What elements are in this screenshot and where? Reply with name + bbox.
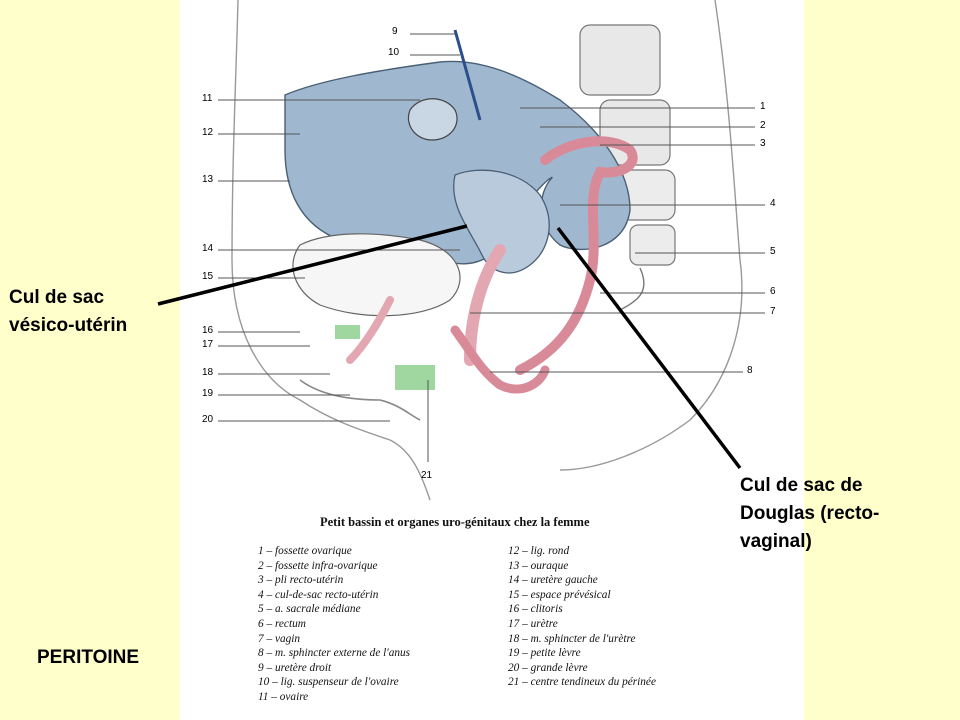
label-20: 20 xyxy=(202,414,214,425)
legend-item: 20 – grande lèvre xyxy=(508,661,588,674)
abdominal-wall-outline xyxy=(231,0,431,501)
label-6: 6 xyxy=(770,286,776,297)
legend-item: 4 – cul-de-sac recto-utérin xyxy=(258,588,379,601)
callout-line: vaginal) xyxy=(740,531,812,552)
douglas-pointer xyxy=(556,226,742,470)
callout-line: Cul de sac de xyxy=(740,475,863,496)
legend-item: 17 – urètre xyxy=(508,617,558,630)
label-17: 17 xyxy=(202,339,214,350)
leader-lines-right xyxy=(427,107,765,462)
legend-item: 12 – lig. rond xyxy=(508,545,570,557)
label-15: 15 xyxy=(202,271,214,282)
legend-item: 5 – a. sacrale médiane xyxy=(258,603,361,616)
perineal-body xyxy=(395,365,435,390)
label-11: 11 xyxy=(202,93,213,104)
rectum xyxy=(515,136,638,375)
legend-item: 11 – ovaire xyxy=(258,690,309,703)
bladder xyxy=(292,233,461,317)
legend-right: 12 – lig. rond 13 – ouraque 14 – uretère… xyxy=(508,544,758,690)
label-10: 10 xyxy=(388,47,400,58)
spine xyxy=(579,24,676,311)
legend-item: 8 – m. sphincter externe de l'anus xyxy=(258,647,411,660)
legend-item: 16 – clitoris xyxy=(508,603,563,616)
skin-outline-back xyxy=(559,0,743,471)
legend-left: 1 – fossette ovarique 2 – fossette infra… xyxy=(258,544,498,705)
callout-line: Cul de sac xyxy=(9,287,105,308)
vesico-uterine-pointer xyxy=(157,224,468,306)
uterus xyxy=(453,169,550,274)
label-12: 12 xyxy=(202,127,214,138)
vagina xyxy=(464,244,506,366)
ureter xyxy=(453,29,482,121)
label-7: 7 xyxy=(770,306,776,317)
legend-item: 14 – uretère gauche xyxy=(508,574,598,587)
leader-lines-left xyxy=(218,33,460,422)
label-13: 13 xyxy=(202,174,214,185)
anal-sphincter xyxy=(450,325,550,394)
legend-item: 9 – uretère droit xyxy=(258,661,332,674)
legend-item: 18 – m. sphincter de l'urètre xyxy=(508,632,636,645)
callout-line: vésico-utérin xyxy=(9,315,128,336)
ovary xyxy=(407,98,458,141)
legend-item: 19 – petite lèvre xyxy=(508,647,581,660)
callout-vesico-uterine: Cul de sac vésico-utérin xyxy=(9,284,169,340)
label-8: 8 xyxy=(747,365,753,376)
figure-caption: Petit bassin et organes uro-génitaux che… xyxy=(320,515,590,529)
label-2: 2 xyxy=(760,120,766,131)
label-18: 18 xyxy=(202,367,214,378)
slide-title: PERITOINE xyxy=(37,647,140,668)
legend-item: 6 – rectum xyxy=(258,617,306,630)
legend-item: 13 – ouraque xyxy=(508,559,569,572)
urethral-sphincter xyxy=(335,325,360,339)
label-19: 19 xyxy=(202,388,214,399)
peritoneum xyxy=(284,60,631,265)
legend-item: 10 – lig. suspenseur de l'ovaire xyxy=(258,676,399,689)
legend-item: 3 – pli recto-utérin xyxy=(258,574,344,587)
callout-douglas: Cul de sac de Douglas (recto- vaginal) xyxy=(740,472,940,556)
legend-item: 1 – fossette ovarique xyxy=(258,545,352,557)
legend-item: 2 – fossette infra-ovarique xyxy=(258,559,378,572)
legend-item: 15 – espace prévésical xyxy=(508,588,611,601)
callout-line: Douglas (recto- xyxy=(740,503,880,524)
label-21: 21 xyxy=(421,470,433,481)
label-4: 4 xyxy=(770,198,776,209)
labia xyxy=(299,379,421,421)
label-3: 3 xyxy=(760,138,766,149)
label-16: 16 xyxy=(202,325,214,336)
label-14: 14 xyxy=(202,243,214,254)
label-5: 5 xyxy=(770,246,776,257)
urethra xyxy=(346,296,394,364)
label-9: 9 xyxy=(392,26,398,37)
label-1: 1 xyxy=(760,101,766,112)
legend-item: 7 – vagin xyxy=(258,632,301,645)
legend-item: 21 – centre tendineux du périnée xyxy=(508,676,656,689)
